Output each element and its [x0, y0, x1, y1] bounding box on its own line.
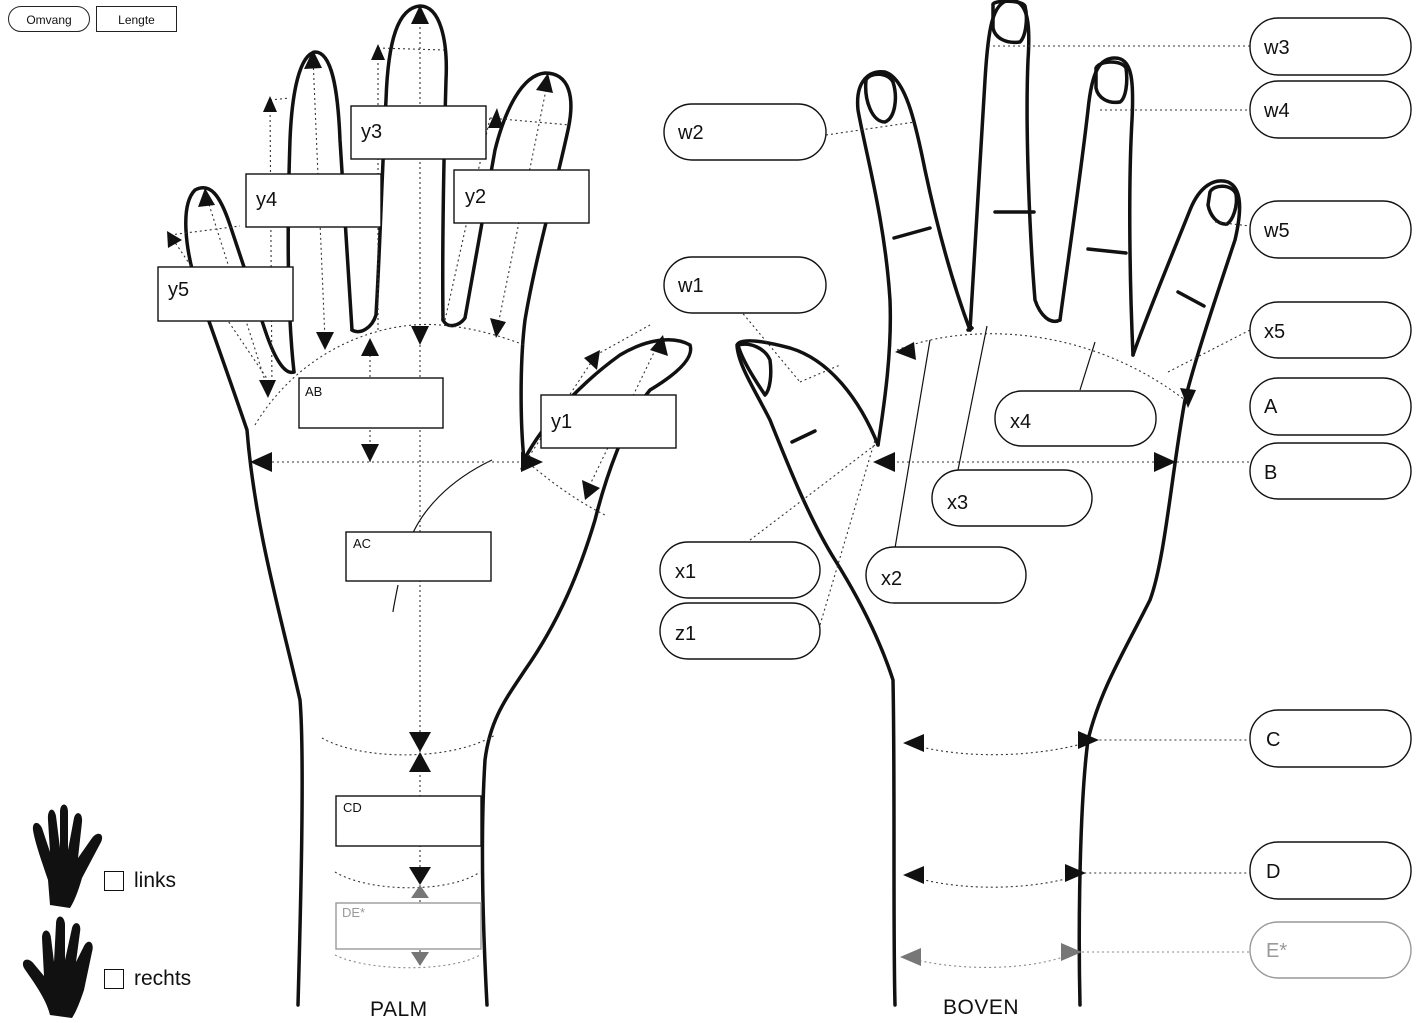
field-de-label: DE*: [342, 905, 365, 920]
field-w3[interactable]: w3: [1250, 18, 1411, 75]
palm-caption: PALM: [370, 998, 428, 1021]
field-w3-label: w3: [1263, 37, 1290, 59]
field-x5-label: x5: [1264, 321, 1285, 343]
field-y4-label: y4: [256, 189, 277, 211]
right-hand-icon: [23, 917, 93, 1019]
field-w1-label: w1: [677, 275, 704, 297]
right-hand-label: rechts: [134, 967, 191, 991]
field-z1[interactable]: z1: [660, 603, 820, 659]
field-x1[interactable]: x1: [660, 542, 820, 598]
left-hand-icon: [33, 805, 102, 909]
field-b[interactable]: B: [1250, 443, 1411, 499]
field-w5[interactable]: w5: [1250, 201, 1411, 258]
field-cd-label: CD: [343, 800, 362, 815]
field-y1[interactable]: y1: [541, 395, 676, 448]
field-ac[interactable]: AC: [346, 532, 491, 581]
field-x4-label: x4: [1010, 411, 1031, 433]
field-z1-label: z1: [675, 623, 696, 645]
field-e[interactable]: E*: [1250, 922, 1411, 978]
right-hand-option[interactable]: rechts: [104, 967, 191, 991]
field-c-label: C: [1266, 729, 1280, 751]
field-x2[interactable]: x2: [866, 547, 1026, 603]
field-y5[interactable]: y5: [158, 267, 293, 321]
field-d-label: D: [1266, 861, 1280, 883]
field-ac-label: AC: [353, 536, 371, 551]
boven-caption: BOVEN: [943, 996, 1019, 1019]
field-a[interactable]: A: [1250, 378, 1411, 435]
left-hand-label: links: [134, 869, 176, 893]
field-y1-label: y1: [551, 411, 572, 433]
field-x1-label: x1: [675, 561, 696, 583]
field-e-label: E*: [1266, 940, 1287, 962]
field-a-label: A: [1264, 396, 1278, 418]
field-ab-label: AB: [305, 384, 322, 399]
field-c[interactable]: C: [1250, 710, 1411, 767]
field-x3[interactable]: x3: [932, 470, 1092, 526]
field-b-label: B: [1264, 462, 1277, 484]
field-y3-label: y3: [361, 121, 382, 143]
field-y5-label: y5: [168, 279, 189, 301]
field-x2-label: x2: [881, 568, 902, 590]
field-ab[interactable]: AB: [299, 378, 443, 428]
field-w4-label: w4: [1263, 100, 1290, 122]
field-x3-label: x3: [947, 492, 968, 514]
field-w1[interactable]: w1: [664, 257, 826, 313]
left-hand-option[interactable]: links: [104, 869, 176, 893]
field-cd[interactable]: CD: [336, 796, 481, 846]
left-hand-checkbox[interactable]: [104, 871, 124, 891]
field-y2-label: y2: [465, 186, 486, 208]
field-y4[interactable]: y4: [246, 174, 381, 227]
field-x5[interactable]: x5: [1250, 302, 1411, 358]
field-de[interactable]: DE*: [336, 903, 481, 949]
field-w5-label: w5: [1263, 220, 1290, 242]
field-d[interactable]: D: [1250, 842, 1411, 899]
field-w2[interactable]: w2: [664, 104, 826, 160]
field-y2[interactable]: y2: [454, 170, 589, 223]
field-w2-label: w2: [677, 122, 704, 144]
field-w4[interactable]: w4: [1250, 81, 1411, 138]
right-hand-checkbox[interactable]: [104, 969, 124, 989]
field-x4[interactable]: x4: [995, 391, 1156, 446]
field-y3[interactable]: y3: [351, 106, 486, 159]
